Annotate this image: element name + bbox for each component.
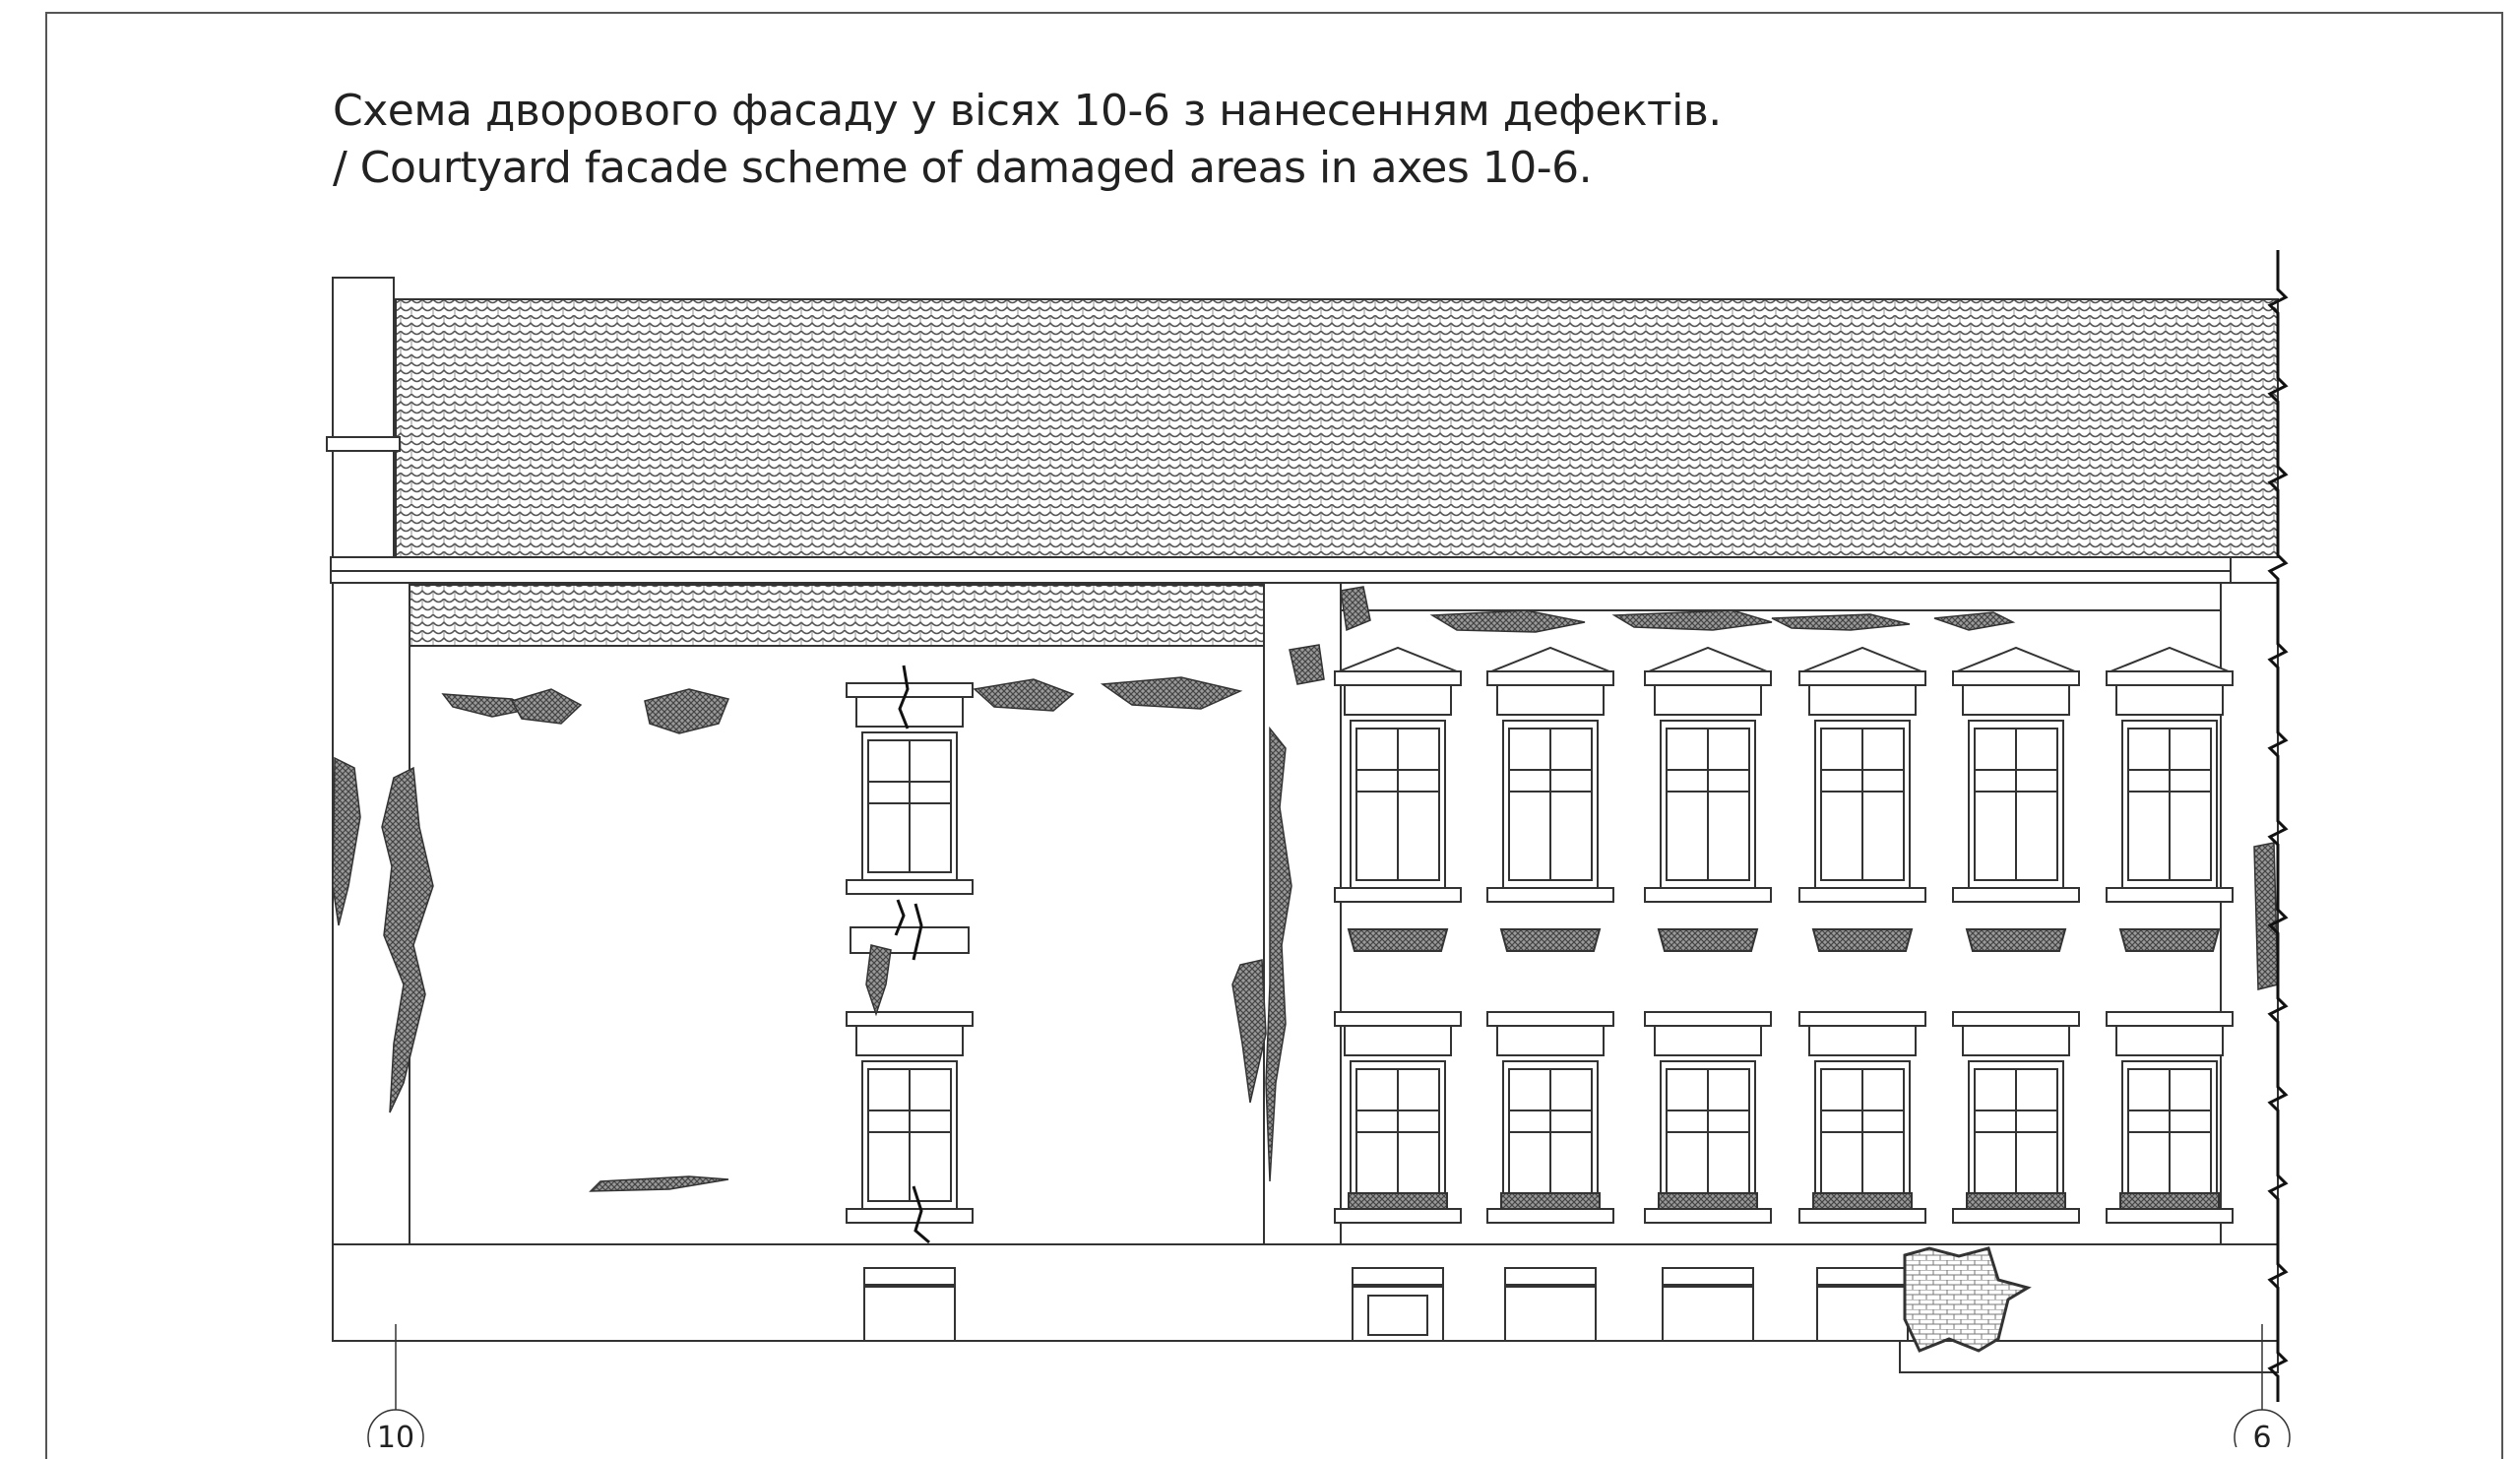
title-english: / Courtyard facade scheme of damaged are… [333,143,1593,193]
walls [332,582,2279,1373]
window [1644,1011,1772,1224]
basement-windows [863,1267,1909,1342]
main-roof [395,298,2279,558]
window [1798,1011,1926,1224]
window [2106,1011,2234,1224]
damage-areas [332,586,2279,1192]
window [1486,1011,1614,1224]
window [846,1011,974,1224]
windows [846,646,2234,1224]
break-line [2267,250,2289,1402]
basement-window [1816,1267,1909,1342]
plinth-step [1899,1340,2279,1373]
axis-markers [367,1324,2291,1447]
window [1644,646,1772,903]
drawing-title: Схема дворового фасаду у вісях 10-6 з на… [333,83,1722,197]
lower-roof [395,584,1277,647]
axis-6-circle [2234,1409,2291,1447]
axis-label-10: 10 [377,1421,414,1447]
left-wing-wall [409,645,1265,1245]
drawing-frame [45,12,2503,1459]
window [1486,646,1614,903]
cracks [894,665,930,1244]
window [846,682,974,895]
axis-10-circle [367,1409,424,1447]
damaged-plinth-brickwork [1903,1246,2032,1353]
window [2106,646,2234,903]
window [1334,1011,1462,1224]
window [1334,646,1462,903]
axis-label-6: 6 [2252,1421,2271,1447]
basement-window [1352,1267,1444,1342]
basement-window [1662,1267,1754,1342]
chimney [326,277,401,580]
window [1798,646,1926,903]
window [1952,1011,2080,1224]
title-ukrainian: Схема дворового фасаду у вісях 10-6 з на… [333,86,1722,136]
basement-window [1504,1267,1597,1342]
right-wing-wall [1340,582,2222,1245]
cornice [330,556,2232,584]
window [1952,646,2080,903]
basement-window [863,1267,956,1342]
